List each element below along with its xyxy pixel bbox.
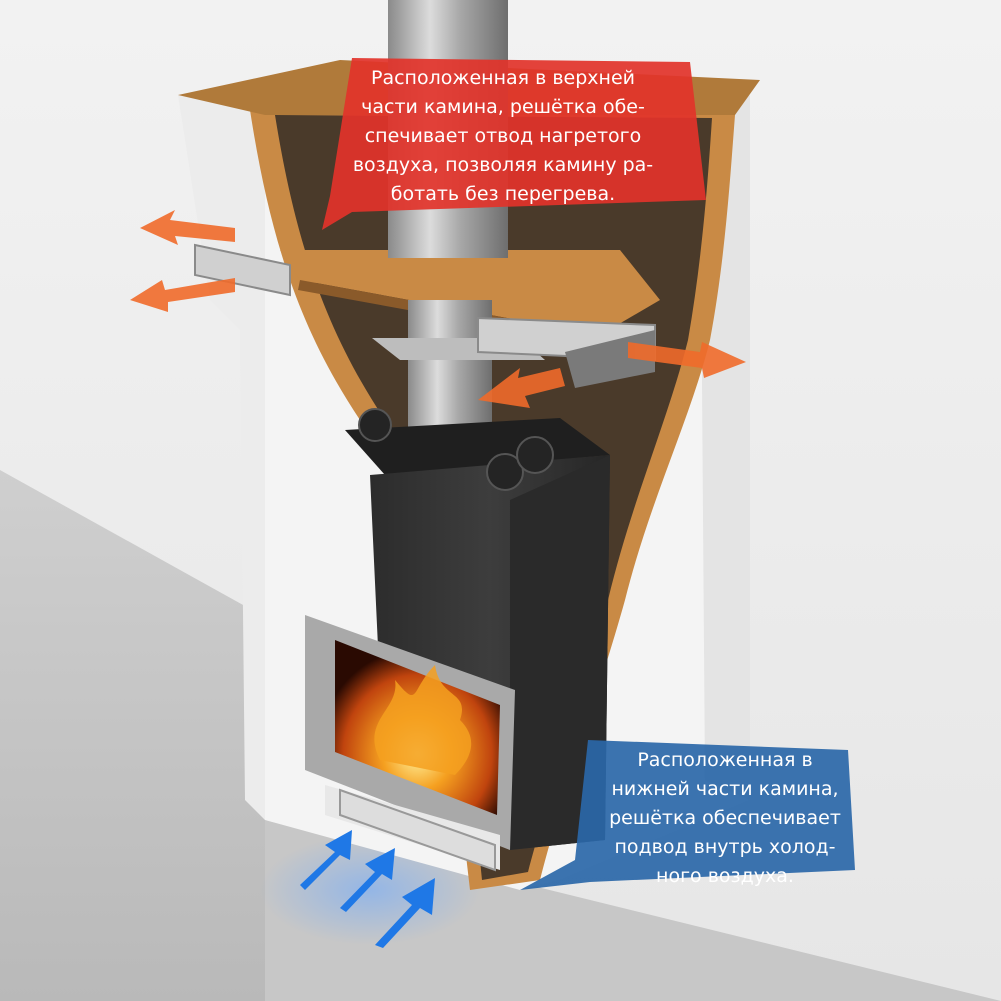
hot-arrow-right bbox=[628, 342, 746, 378]
firebox-side bbox=[510, 455, 610, 850]
arrow-outflow-icon bbox=[130, 210, 746, 408]
flame bbox=[374, 665, 472, 775]
floor bbox=[0, 470, 270, 1001]
cold-arrow-3 bbox=[375, 878, 435, 948]
outlet-spigot-3 bbox=[516, 436, 554, 474]
hot-arrow-inward bbox=[478, 368, 565, 408]
upper-left-grille bbox=[194, 243, 291, 297]
hot-arrow-lower-left bbox=[130, 278, 235, 312]
top-shelf-board bbox=[280, 250, 660, 335]
outlet-spigot-2 bbox=[486, 453, 524, 491]
hot-arrow-upper-left bbox=[140, 210, 235, 245]
cold-arrow-1 bbox=[300, 830, 352, 890]
bottom-callout-box bbox=[520, 740, 855, 890]
outlet-spigot-1 bbox=[358, 408, 392, 442]
lower-grille bbox=[339, 788, 496, 872]
arrow-inflow-icon bbox=[300, 830, 435, 948]
cold-arrow-2 bbox=[340, 848, 395, 912]
top-callout-box bbox=[322, 58, 706, 230]
